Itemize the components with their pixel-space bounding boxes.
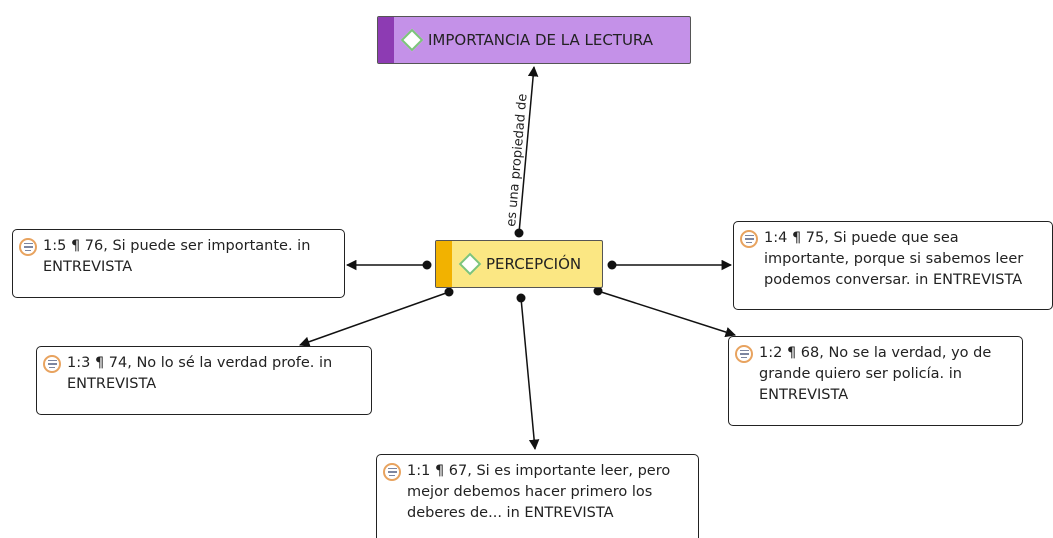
code-body: PERCEPCIÓN (452, 241, 602, 287)
link-q12-dot (593, 286, 603, 296)
quotation-text: 1:5 ¶ 76, Si puede ser importante. in EN… (43, 238, 311, 275)
link-origin-dot (514, 228, 524, 238)
code-body: IMPORTANCIA DE LA LECTURA (394, 17, 690, 63)
quotation-text: 1:1 ¶ 67, Si es importante leer, pero me… (407, 463, 671, 521)
quotation-node-1-5[interactable]: 1:5 ¶ 76, Si puede ser importante. in EN… (12, 229, 345, 298)
code-color-bar (378, 17, 394, 63)
link-q14-dot (607, 260, 617, 270)
quotation-text: 1:2 ¶ 68, No se la verdad, yo de grande … (759, 345, 992, 403)
quotation-node-1-3[interactable]: 1:3 ¶ 74, No lo sé la verdad profe. in E… (36, 346, 372, 415)
quotation-icon (383, 463, 401, 481)
code-label: PERCEPCIÓN (486, 255, 582, 273)
link-q13[interactable] (299, 291, 450, 347)
quotation-icon (735, 345, 753, 363)
quotation-node-1-2[interactable]: 1:2 ¶ 68, No se la verdad, yo de grande … (728, 336, 1023, 426)
link-es-una-propiedad-de[interactable] (518, 65, 539, 234)
link-q13-dot (444, 287, 454, 297)
link-q11-dot (516, 293, 526, 303)
quotation-icon (43, 355, 61, 373)
code-label: IMPORTANCIA DE LA LECTURA (428, 31, 654, 49)
quotation-node-1-4[interactable]: 1:4 ¶ 75, Si puede que sea importante, p… (733, 221, 1053, 310)
diamond-icon (458, 252, 482, 276)
diamond-icon (400, 28, 424, 52)
link-q11[interactable] (520, 297, 540, 451)
quotation-icon (740, 230, 758, 248)
link-q12[interactable] (597, 290, 736, 338)
code-color-bar (436, 241, 452, 287)
code-node-importancia[interactable]: IMPORTANCIA DE LA LECTURA (377, 16, 691, 64)
code-node-percepcion[interactable]: PERCEPCIÓN (435, 240, 603, 288)
quotation-text: 1:4 ¶ 75, Si puede que sea importante, p… (764, 230, 1024, 288)
quotation-node-1-1[interactable]: 1:1 ¶ 67, Si es importante leer, pero me… (376, 454, 699, 538)
link-q15-dot (422, 260, 432, 270)
quotation-icon (19, 238, 37, 256)
quotation-text: 1:3 ¶ 74, No lo sé la verdad profe. in E… (67, 355, 333, 392)
